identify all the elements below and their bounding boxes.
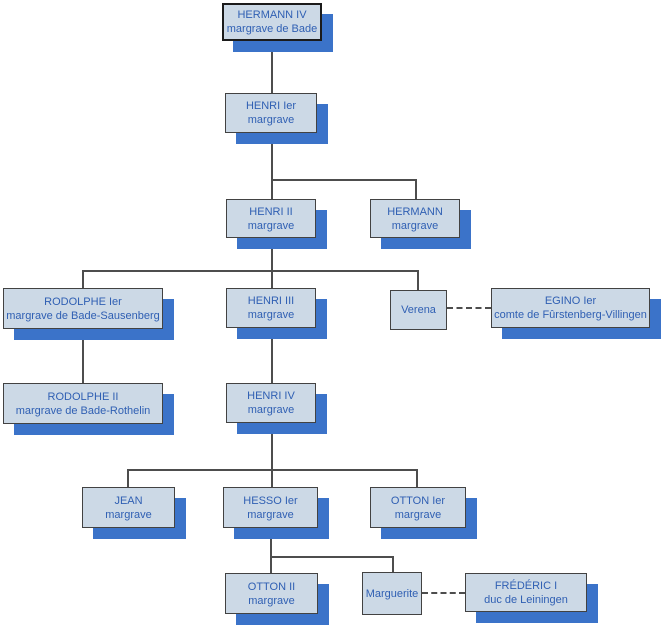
person-node-verena[interactable]: Verena [390, 290, 447, 330]
connector-branch-gen6 [127, 469, 418, 471]
connector-drop-verena [417, 270, 419, 291]
person-node-henri-iii[interactable]: HENRI III margrave [226, 288, 316, 328]
connector-drop-otton1 [416, 469, 418, 487]
person-title: margrave [394, 508, 442, 521]
person-node-otton-ier[interactable]: OTTON Ier margrave [370, 487, 466, 528]
person-name: Marguerite [365, 587, 419, 600]
marriage-line-verena-egino [447, 307, 491, 309]
connector-branch-gen4 [82, 270, 418, 272]
person-title: margrave de Bade-Sausenberg [6, 309, 160, 322]
connector-branch-henri2-hermann [271, 179, 417, 181]
person-title: margrave [247, 219, 295, 232]
person-node-jean[interactable]: JEAN margrave [82, 487, 175, 528]
person-name: JEAN [114, 494, 143, 507]
connector-branch-marguerite [270, 556, 394, 558]
connector-henri4-hesso [271, 423, 273, 487]
person-node-rodolphe-ii[interactable]: RODOLPHE II margrave de Bade-Rothelin [3, 383, 163, 424]
marriage-line-marguerite-frederic [422, 592, 465, 594]
person-name: OTTON Ier [390, 494, 446, 507]
person-name: HERMANN IV [237, 9, 307, 21]
person-name: HERMANN [387, 205, 443, 218]
connector-henri3-henri4 [271, 328, 273, 383]
person-node-frederic-i[interactable]: FRÉDÉRIC I duc de Leiningen [465, 573, 587, 612]
person-node-rodolphe-ier[interactable]: RODOLPHE Ier margrave de Bade-Sausenberg [3, 288, 163, 329]
person-name: HENRI Ier [245, 100, 297, 112]
connector-drop-hermann [415, 179, 417, 199]
person-node-otton-ii[interactable]: OTTON II margrave [225, 573, 318, 614]
person-title: margrave de Bade-Rothelin [15, 404, 151, 417]
connector-rodolphe1-rodolphe2 [82, 329, 84, 383]
person-name: RODOLPHE II [47, 390, 119, 403]
person-title: margrave de Bade [226, 23, 318, 35]
connector-drop-rodolphe1 [82, 270, 84, 289]
person-title: margrave [391, 219, 439, 232]
person-name: OTTON II [247, 580, 296, 593]
connector-henri1-henri2 [271, 133, 273, 199]
connector-drop-jean [127, 469, 129, 487]
person-name: Verena [401, 304, 436, 316]
connector-hesso-otton2 [270, 528, 272, 573]
person-name: HENRI II [249, 205, 293, 218]
person-title: margrave [247, 508, 294, 521]
person-title: margrave [247, 404, 295, 416]
person-node-henri-iv[interactable]: HENRI IV margrave [226, 383, 316, 423]
person-node-hesso-ier[interactable]: HESSO Ier margrave [223, 487, 318, 528]
person-name: RODOLPHE Ier [44, 295, 122, 308]
connector-hermann4-henri1 [271, 41, 273, 93]
person-name: HENRI IV [247, 390, 295, 402]
person-node-hermann-iv[interactable]: HERMANN IV margrave de Bade [222, 3, 322, 41]
connector-drop-marguerite [392, 556, 394, 572]
person-title: comte de Fûrstenberg-Villingen [494, 309, 647, 321]
person-name: HESSO Ier [243, 494, 298, 507]
person-name: FRÉDÉRIC I [494, 579, 558, 592]
person-node-henri-ii[interactable]: HENRI II margrave [226, 199, 316, 238]
person-title: duc de Leiningen [484, 593, 568, 606]
person-name: HENRI III [247, 295, 295, 307]
person-node-egino-ier[interactable]: EGINO Ier comte de Fûrstenberg-Villingen [491, 288, 650, 328]
person-title: margrave [248, 594, 295, 607]
person-name: EGINO Ier [544, 295, 597, 307]
person-node-henri-ier[interactable]: HENRI Ier margrave [225, 93, 317, 133]
connector-henri2-henri3 [271, 238, 273, 289]
person-title: margrave [247, 114, 295, 126]
person-node-hermann[interactable]: HERMANN margrave [370, 199, 460, 238]
person-title: margrave [105, 508, 152, 521]
person-node-marguerite[interactable]: Marguerite [362, 572, 422, 615]
person-title: margrave [247, 309, 295, 321]
